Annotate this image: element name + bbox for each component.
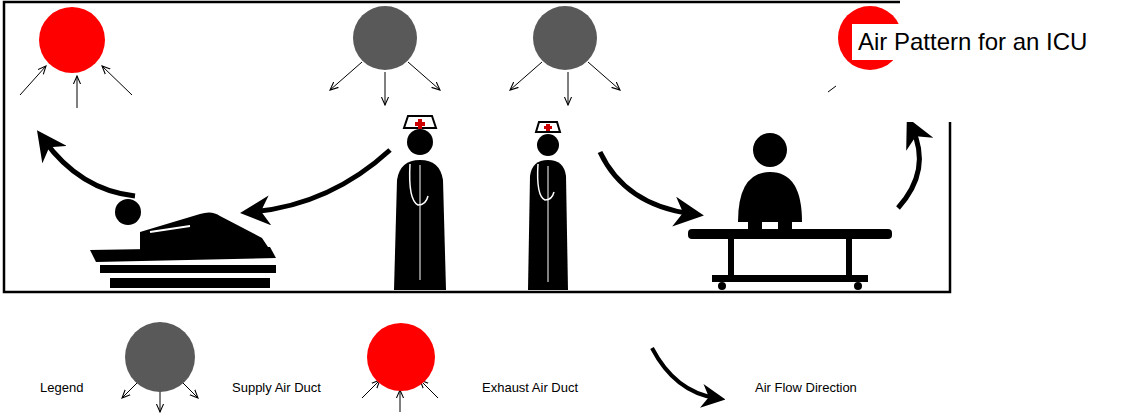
legend-text: Supply Air Duct: [232, 380, 321, 395]
nurse-figure: [394, 116, 446, 290]
room-frame: [4, 2, 950, 292]
title-cover: [900, 0, 960, 122]
legend-text: Air Flow Direction: [755, 380, 857, 395]
exhaust-duct: [20, 7, 132, 108]
nurse-figure: [528, 122, 568, 290]
legend-sample: [652, 348, 716, 398]
seated-patient: [688, 133, 892, 290]
legend-swatch: [367, 323, 435, 391]
legend-text: Exhaust Air Duct: [482, 380, 578, 395]
bed-patient: [90, 199, 276, 288]
legend-swatch: [125, 322, 195, 392]
supply-duct: [510, 6, 620, 105]
supply-duct: [330, 6, 440, 105]
air-flow-arrow: [44, 128, 919, 214]
diagram-title: Air Pattern for an ICU: [852, 24, 1093, 60]
legend-heading: Legend: [40, 380, 83, 395]
